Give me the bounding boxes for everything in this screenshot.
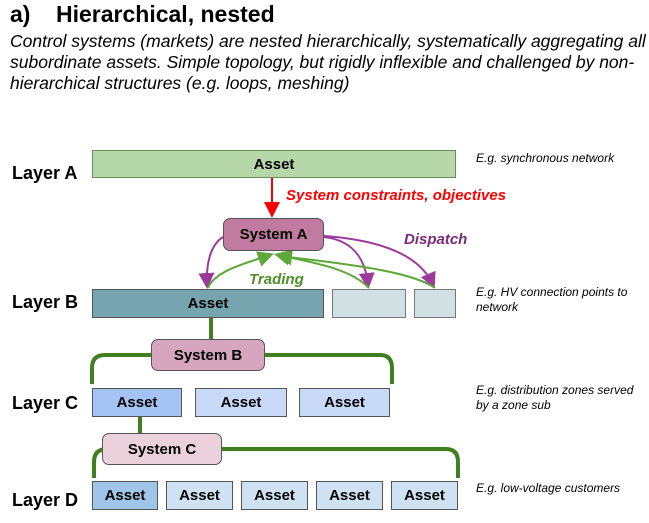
layer-b-description: E.g. HV connection points to network: [476, 285, 628, 314]
layer-c-asset-2: Asset: [195, 388, 287, 417]
layer-b-asset-3: [414, 289, 456, 318]
layer-d-asset-3: Asset: [241, 481, 308, 510]
layer-d-description: E.g. low-voltage customers: [476, 481, 621, 495]
dispatch-arrow-3: [323, 235, 436, 289]
layer-d-asset-4: Asset: [316, 481, 383, 510]
layer-c-label: Layer C: [12, 393, 79, 413]
heading: a) Hierarchical, nested: [10, 1, 275, 27]
dispatch-label: Dispatch: [404, 231, 468, 248]
layer-a-label: Layer A: [12, 163, 78, 183]
layer-c-description: E.g. distribution zones served by a zone…: [476, 383, 634, 412]
dispatch-arrow-2: [323, 236, 375, 289]
trading-arrow-1: [207, 251, 274, 289]
layer-d-asset-5: Asset: [391, 481, 458, 510]
layer-b-asset-2: [332, 289, 406, 318]
layer-a-asset: Asset: [92, 150, 456, 178]
system-a: System A: [223, 218, 324, 251]
system-b: System B: [151, 339, 265, 371]
constraints-label: System constraints, objectives: [286, 187, 507, 204]
layer-a-description: E.g. synchronous network: [476, 151, 615, 165]
layer-d-asset-2: Asset: [166, 481, 233, 510]
system-c: System C: [102, 433, 222, 465]
layer-c-asset-3: Asset: [299, 388, 390, 417]
layer-d-asset-1: Asset: [92, 481, 158, 510]
trading-arrow-3: [276, 249, 436, 289]
layer-b-label: Layer B: [12, 292, 79, 312]
subtitle: Control systems (markets) are nested hie…: [10, 31, 646, 93]
dispatch-arrow-1: [198, 236, 224, 289]
aggregation-line-c: [92, 417, 460, 478]
layer-c-asset-1: Asset: [92, 388, 182, 417]
layer-b-asset: Asset: [92, 289, 324, 318]
trading-label: Trading: [249, 271, 304, 288]
layer-d-label: Layer D: [12, 490, 79, 510]
